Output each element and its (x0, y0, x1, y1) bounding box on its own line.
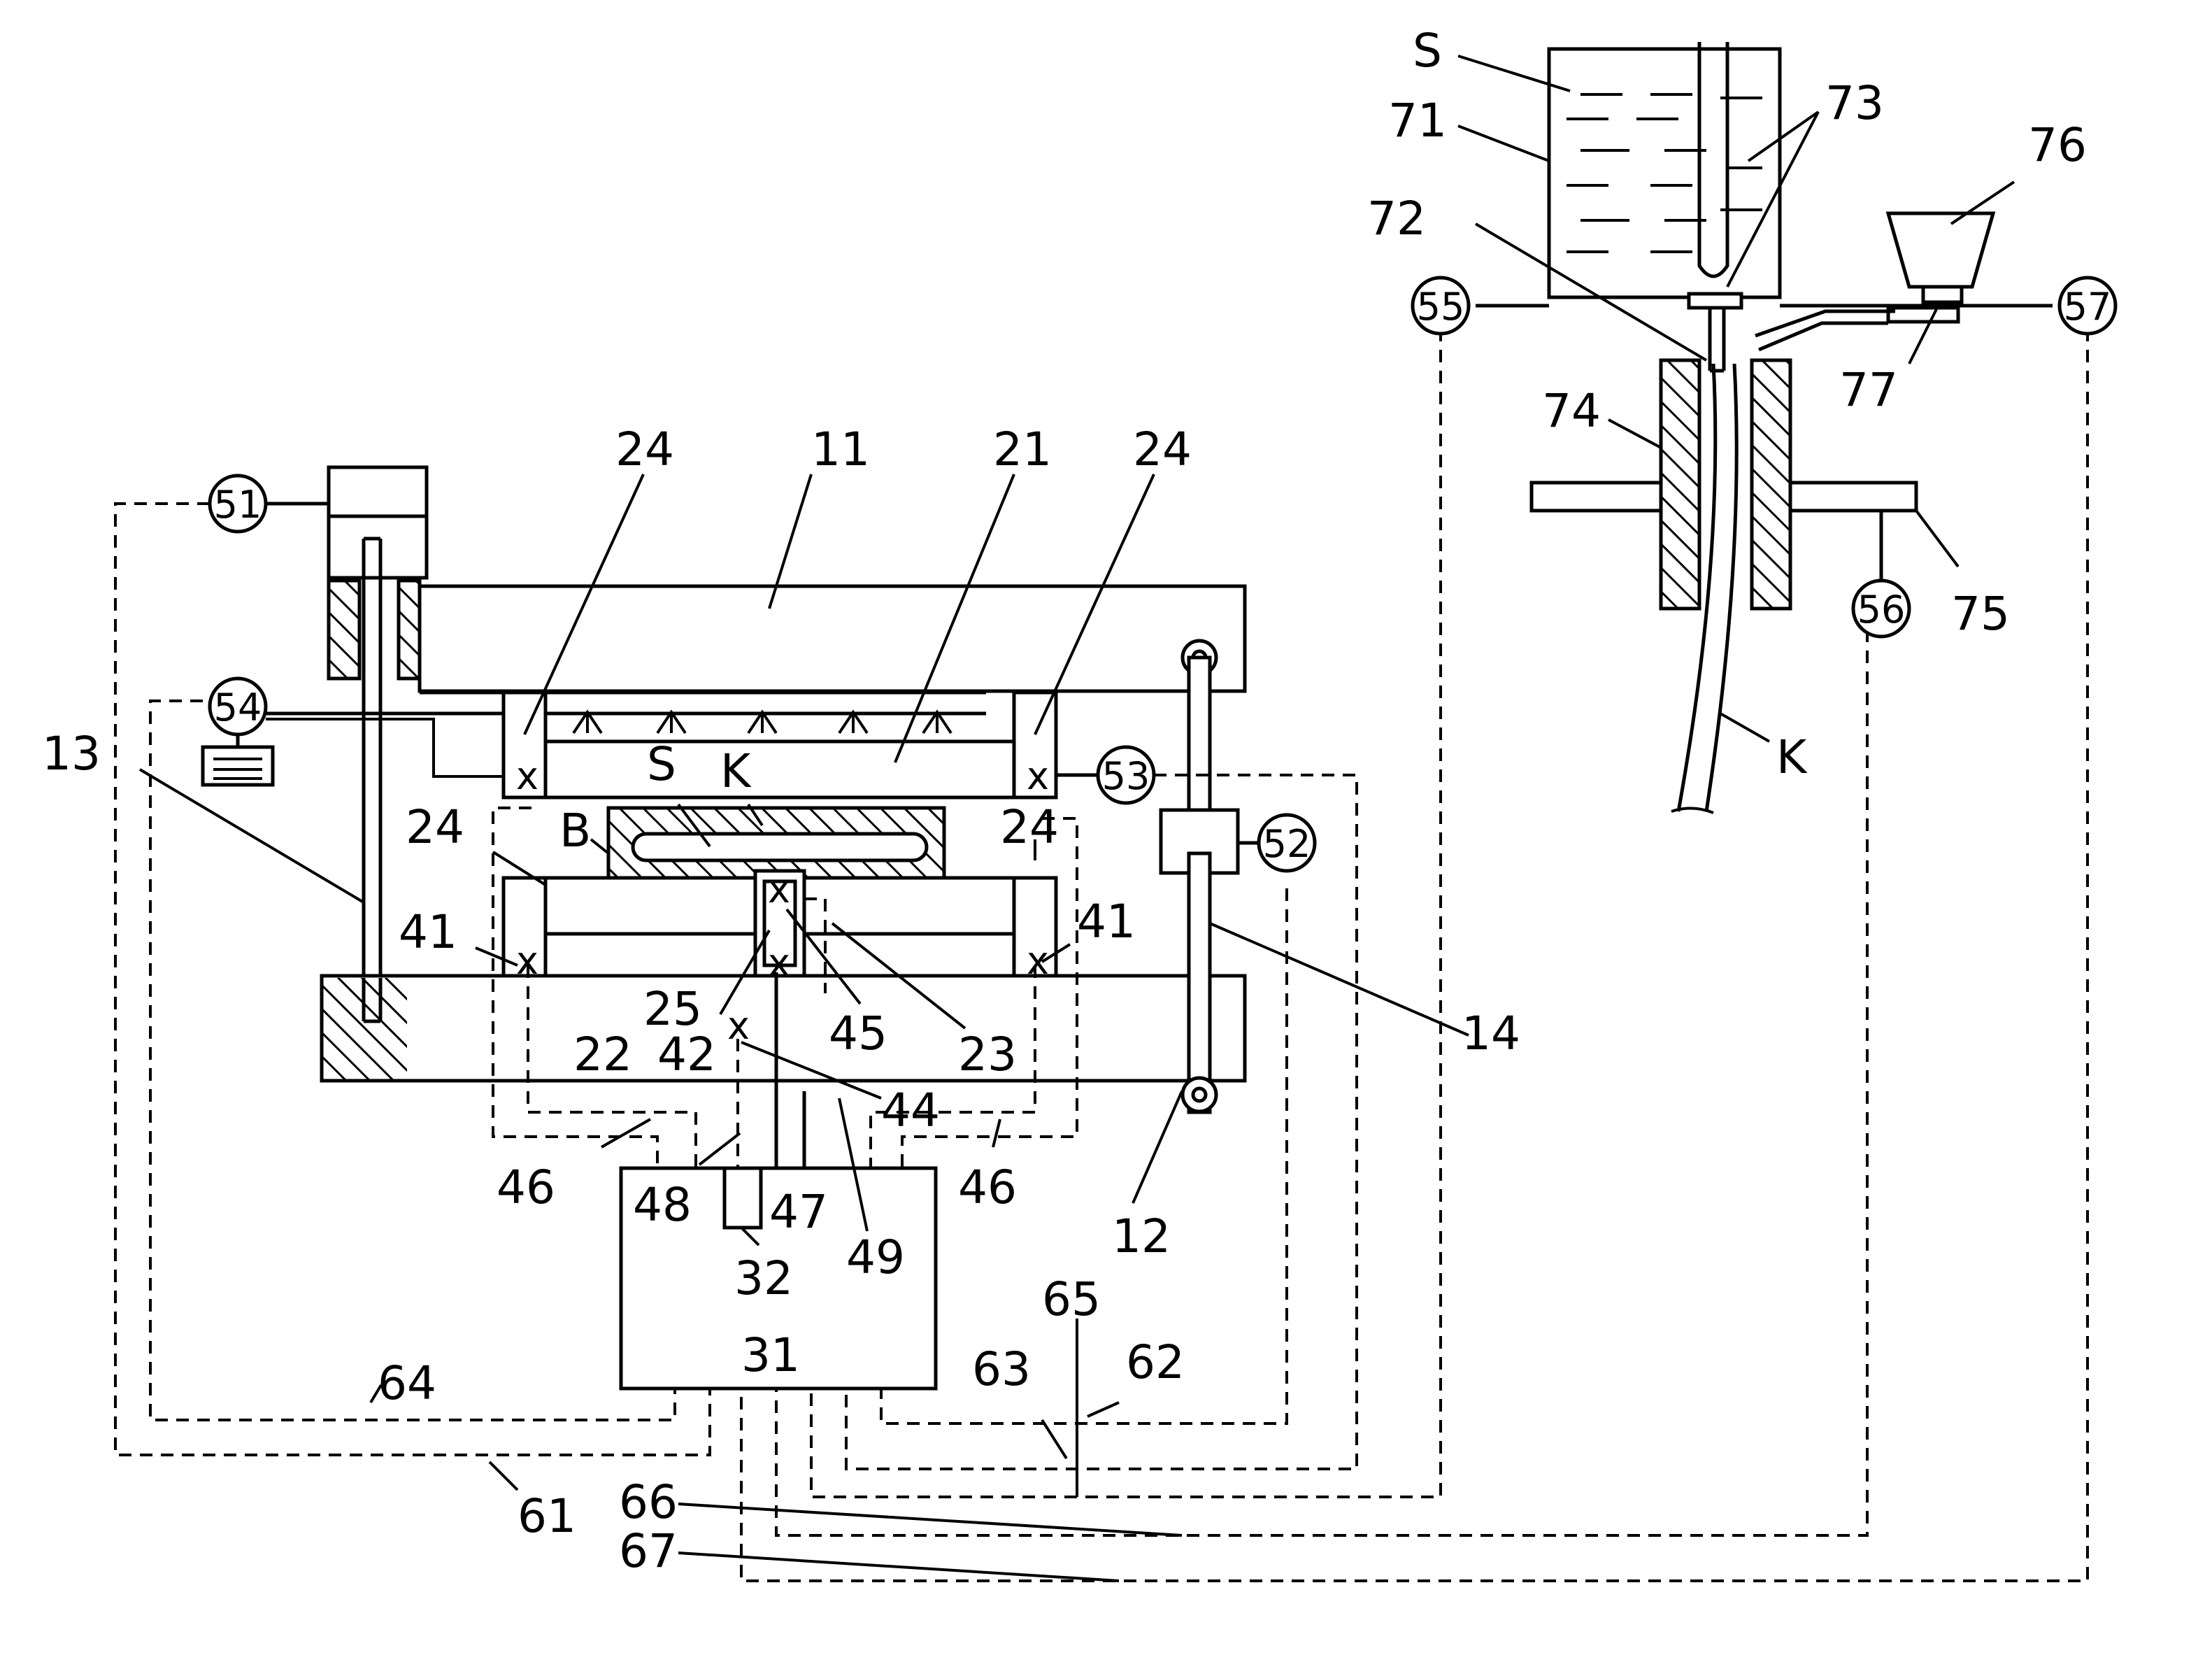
label-63: 63 (972, 1342, 1031, 1396)
upper-platen-11 (420, 586, 1245, 691)
label-24a: 24 (615, 422, 674, 476)
label-24c: 24 (406, 800, 464, 854)
label-32: 32 (734, 1251, 793, 1305)
lower-platen-12 (322, 976, 1245, 1081)
label-67: 67 (619, 1524, 678, 1578)
label-31: 31 (741, 1328, 800, 1382)
label-64: 64 (378, 1356, 436, 1410)
svg-text:x: x (1027, 754, 1049, 798)
cup-76 (1755, 213, 1993, 350)
label-46a: 46 (497, 1160, 555, 1214)
svg-text:55: 55 (1417, 285, 1465, 329)
svg-text:57: 57 (2064, 285, 2112, 329)
upper-mold-21: x x (504, 693, 1056, 798)
svg-text:x: x (768, 941, 790, 985)
circle-57: 57 (2060, 278, 2115, 334)
svg-text:51: 51 (214, 483, 262, 527)
label-13: 13 (42, 727, 101, 781)
label-41b: 41 (1077, 895, 1136, 949)
circle-56: 56 (1853, 581, 1909, 637)
label-14: 14 (1462, 1007, 1520, 1060)
guide-74 (1661, 360, 1790, 813)
circle-52: 52 (1238, 815, 1315, 871)
circle-55: 55 (1413, 278, 1469, 334)
label-66: 66 (619, 1475, 678, 1529)
glass-tank-71 (1549, 42, 1780, 371)
label-75: 75 (1951, 587, 2010, 641)
label-73: 73 (1825, 76, 1884, 130)
svg-text:x: x (768, 867, 790, 911)
label-22: 22 (573, 1028, 632, 1081)
circle-54: 54 (210, 679, 266, 734)
svg-text:56: 56 (1857, 588, 1906, 632)
svg-text:52: 52 (1263, 822, 1311, 866)
label-B: B (559, 804, 591, 858)
label-41a: 41 (399, 905, 457, 959)
label-47: 47 (769, 1185, 828, 1239)
label-62: 62 (1126, 1335, 1185, 1389)
label-76: 76 (2028, 118, 2087, 172)
label-42: 42 (657, 1028, 716, 1081)
label-24d: 24 (1000, 800, 1059, 854)
label-49: 49 (846, 1230, 905, 1284)
label-21: 21 (993, 422, 1052, 476)
label-77: 77 (1839, 363, 1898, 417)
svg-text:54: 54 (214, 686, 262, 730)
label-23: 23 (958, 1028, 1017, 1081)
label-45: 45 (829, 1007, 887, 1060)
svg-text:x: x (516, 754, 538, 798)
label-71: 71 (1388, 94, 1447, 148)
label-11: 11 (811, 422, 870, 476)
circle-51: 51 (210, 476, 329, 532)
label-48: 48 (633, 1178, 692, 1232)
label-74: 74 (1542, 384, 1601, 438)
label-46b: 46 (958, 1160, 1017, 1214)
svg-text:53: 53 (1102, 754, 1150, 798)
tank-54 (203, 734, 273, 785)
label-44: 44 (881, 1084, 940, 1137)
label-61: 61 (518, 1489, 576, 1543)
label-K2: K (1776, 730, 1808, 784)
label-K1: K (720, 744, 752, 798)
circle-53: 53 (1056, 747, 1154, 803)
label-72: 72 (1367, 192, 1426, 246)
label-65: 65 (1042, 1272, 1101, 1326)
label-24b: 24 (1133, 422, 1192, 476)
label-S2: S (1413, 24, 1442, 78)
label-12: 12 (1112, 1209, 1171, 1263)
table-75 (1532, 483, 1916, 595)
label-S1: S (647, 737, 676, 791)
